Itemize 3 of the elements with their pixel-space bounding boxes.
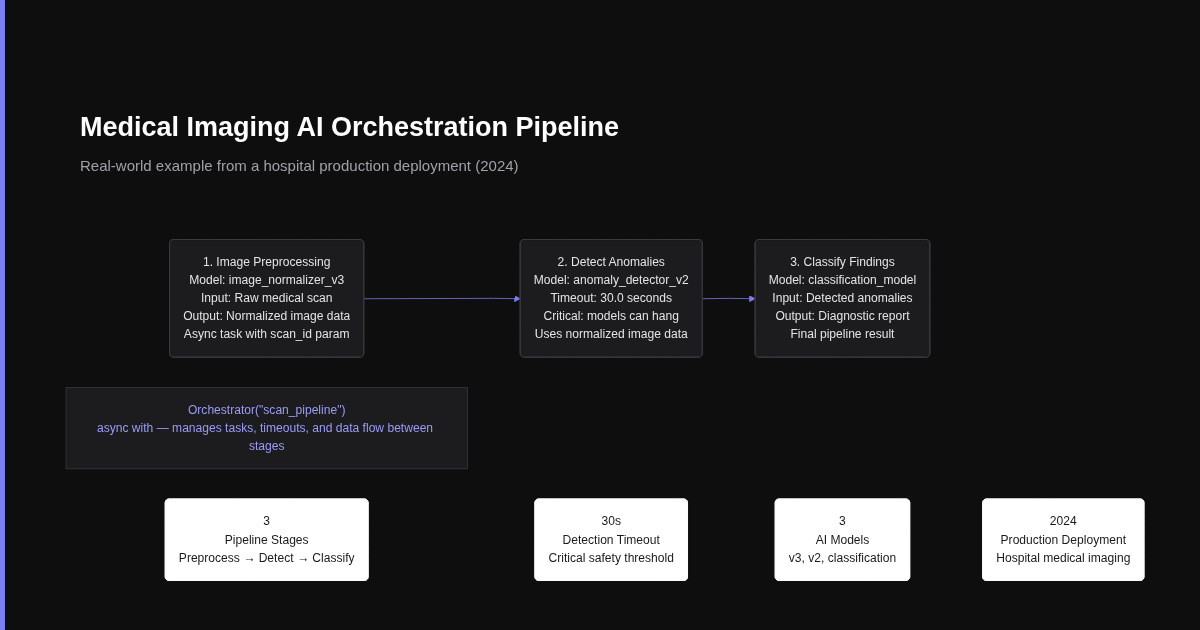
node-box: Orchestrator("scan_pipeline") async with — manages tasks, timeouts, and data flow between stages xyxy=(65,387,468,470)
subtitle: Real-world example from a hospital production deployment (2024) xyxy=(80,157,520,174)
title: Medical Imaging AI Orchestration Pipeline xyxy=(80,112,621,143)
